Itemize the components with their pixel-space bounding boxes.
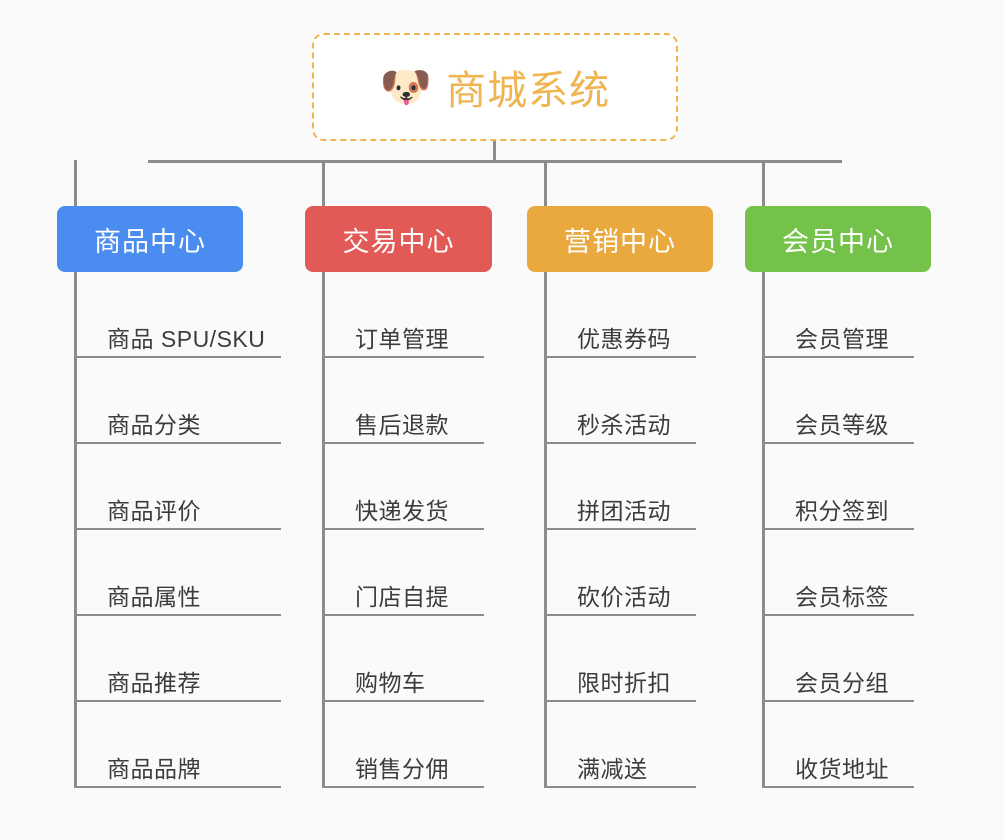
root-stem-connector [493,141,496,163]
branch-drop-connector-product-center [74,160,77,206]
leaf-item[interactable]: 会员分组 [765,616,914,702]
leaf-label: 会员分组 [795,669,889,696]
leaf-label: 订单管理 [355,325,449,352]
leaf-list-trade-center: 订单管理售后退款快递发货门店自提购物车销售分佣 [322,272,484,788]
leaf-label: 限时折扣 [577,669,671,696]
category-label: 营销中心 [564,226,676,257]
leaf-label: 售后退款 [355,411,449,438]
leaf-label: 秒杀活动 [577,411,671,438]
leaf-label: 商品分类 [107,411,201,438]
leaf-label: 会员管理 [795,325,889,352]
leaf-list-product-center: 商品 SPU/SKU 商品分类商品评价商品属性商品推荐商品品牌 [74,272,281,788]
branch-column-trade-center: 交易中心订单管理售后退款快递发货门店自提购物车销售分佣 [305,206,492,788]
leaf-label: 商品品牌 [107,755,201,782]
leaf-item[interactable]: 门店自提 [325,530,484,616]
leaf-item[interactable]: 订单管理 [325,272,484,358]
branch-drop-connector-marketing-center [544,160,547,206]
leaf-item[interactable]: 会员管理 [765,272,914,358]
leaf-item[interactable]: 积分签到 [765,444,914,530]
leaf-item[interactable]: 满减送 [547,702,696,788]
leaf-item[interactable]: 快递发货 [325,444,484,530]
category-label: 会员中心 [782,226,894,257]
leaf-item[interactable]: 商品 SPU/SKU [77,272,281,358]
leaf-label: 快递发货 [355,497,449,524]
leaf-label: 商品评价 [107,497,201,524]
leaf-label: 优惠券码 [577,325,671,352]
leaf-item[interactable]: 商品品牌 [77,702,281,788]
category-node-trade-center[interactable]: 交易中心 [305,206,492,272]
leaf-label: 拼团活动 [577,497,671,524]
shiba-dog-icon: 🐶 [379,63,433,110]
leaf-item[interactable]: 会员标签 [765,530,914,616]
leaf-item[interactable]: 商品评价 [77,444,281,530]
leaf-label: 砍价活动 [577,583,671,610]
leaf-label: 收货地址 [795,755,889,782]
leaf-item[interactable]: 购物车 [325,616,484,702]
category-node-marketing-center[interactable]: 营销中心 [527,206,713,272]
root-node[interactable]: 🐶 商城系统 [312,33,678,141]
branch-column-member-center: 会员中心会员管理会员等级积分签到会员标签会员分组收货地址 [745,206,931,788]
branch-column-product-center: 商品中心商品 SPU/SKU 商品分类商品评价商品属性商品推荐商品品牌 [57,206,281,788]
leaf-item[interactable]: 销售分佣 [325,702,484,788]
leaf-label: 商品推荐 [107,669,201,696]
leaf-item[interactable]: 会员等级 [765,358,914,444]
leaf-label: 满减送 [577,755,648,782]
leaf-label: 商品属性 [107,583,201,610]
leaf-list-member-center: 会员管理会员等级积分签到会员标签会员分组收货地址 [762,272,914,788]
distribution-bus-connector [148,160,842,163]
category-node-member-center[interactable]: 会员中心 [745,206,931,272]
branch-drop-connector-member-center [762,160,765,206]
leaf-label: 销售分佣 [355,755,449,782]
leaf-item[interactable]: 商品分类 [77,358,281,444]
leaf-label: 会员标签 [795,583,889,610]
leaf-item[interactable]: 收货地址 [765,702,914,788]
leaf-item[interactable]: 拼团活动 [547,444,696,530]
category-label: 交易中心 [342,226,455,257]
leaf-label: 会员等级 [795,411,889,438]
branch-column-marketing-center: 营销中心优惠券码秒杀活动拼团活动砍价活动限时折扣满减送 [527,206,713,788]
leaf-item[interactable]: 售后退款 [325,358,484,444]
leaf-list-marketing-center: 优惠券码秒杀活动拼团活动砍价活动限时折扣满减送 [544,272,696,788]
leaf-item[interactable]: 秒杀活动 [547,358,696,444]
leaf-item[interactable]: 限时折扣 [547,616,696,702]
leaf-item[interactable]: 砍价活动 [547,530,696,616]
leaf-label: 门店自提 [355,583,449,610]
leaf-label: 积分签到 [795,497,889,524]
leaf-label: 购物车 [355,669,426,696]
leaf-label: 商品 SPU/SKU [107,325,266,352]
leaf-item[interactable]: 商品推荐 [77,616,281,702]
category-node-product-center[interactable]: 商品中心 [57,206,243,272]
root-title: 商城系统 [446,69,611,113]
leaf-item[interactable]: 商品属性 [77,530,281,616]
branch-drop-connector-trade-center [322,160,325,206]
category-label: 商品中心 [94,226,206,257]
leaf-item[interactable]: 优惠券码 [547,272,696,358]
